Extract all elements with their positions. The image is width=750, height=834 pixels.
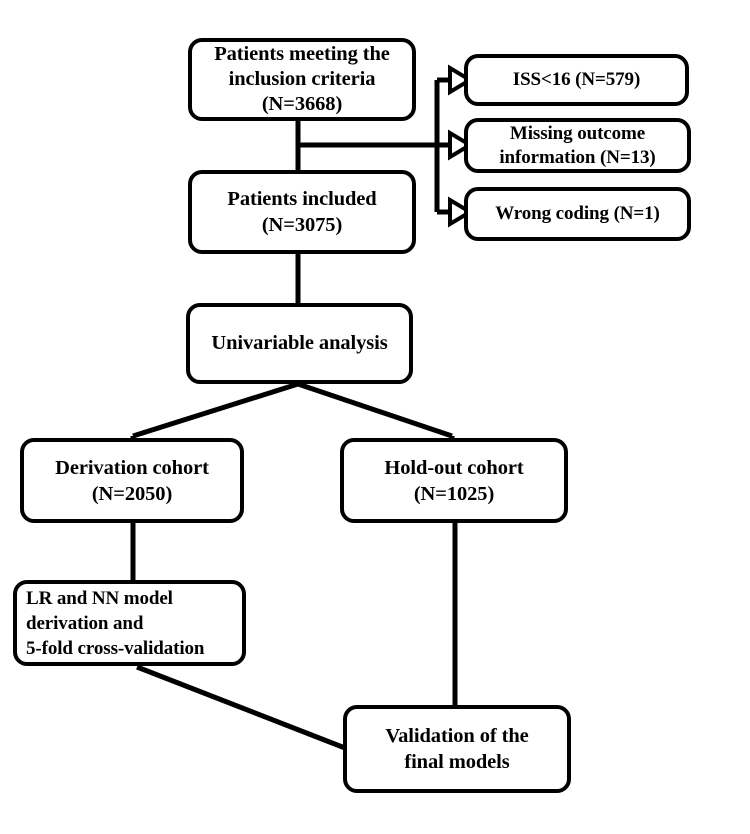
node-excluded-wrong-coding: Wrong coding (N=1) <box>464 187 691 241</box>
node-line: information (N=13) <box>499 146 656 168</box>
edge-univariable-to-holdout <box>297 381 453 439</box>
edge-univariable-to-derivation <box>132 381 299 439</box>
node-univariable-analysis: Univariable analysis <box>186 303 413 384</box>
node-excluded-missing-outcome: Missing outcome information (N=13) <box>464 118 691 173</box>
edge-model-to-validation <box>136 664 346 751</box>
node-line: Validation of the <box>385 725 529 747</box>
node-line: final models <box>404 751 510 773</box>
node-model-derivation-and-cross-validation: LR and NN model derivation and 5-fold cr… <box>13 580 246 666</box>
node-line: LR and NN model <box>26 587 173 609</box>
node-line: ISS<16 (N=579) <box>512 69 641 90</box>
node-line: (N=1025) <box>413 482 495 505</box>
node-line: Hold-out cohort <box>384 456 524 479</box>
node-derivation-cohort: Derivation cohort (N=2050) <box>20 438 244 523</box>
node-line: (N=3075) <box>261 214 343 236</box>
node-hold-out-cohort: Hold-out cohort (N=1025) <box>340 438 568 523</box>
node-line: 5-fold cross-validation <box>26 637 205 659</box>
node-line: Missing outcome <box>509 122 646 144</box>
node-line: Patients meeting the <box>214 43 390 65</box>
node-line: (N=2050) <box>91 482 173 505</box>
node-patients-meeting-inclusion-criteria: Patients meeting the inclusion criteria … <box>188 38 416 121</box>
node-line: (N=3668) <box>261 93 343 115</box>
node-validation-of-final-models: Validation of the final models <box>343 705 571 793</box>
node-line: Patients included <box>227 188 377 210</box>
node-line: Wrong coding (N=1) <box>495 203 660 224</box>
node-patients-included: Patients included (N=3075) <box>188 170 416 254</box>
node-excluded-iss: ISS<16 (N=579) <box>464 54 689 106</box>
node-line: inclusion criteria <box>228 68 376 90</box>
node-line: derivation and <box>26 612 144 634</box>
node-line: Univariable analysis <box>211 332 388 354</box>
node-line: Derivation cohort <box>55 456 209 479</box>
